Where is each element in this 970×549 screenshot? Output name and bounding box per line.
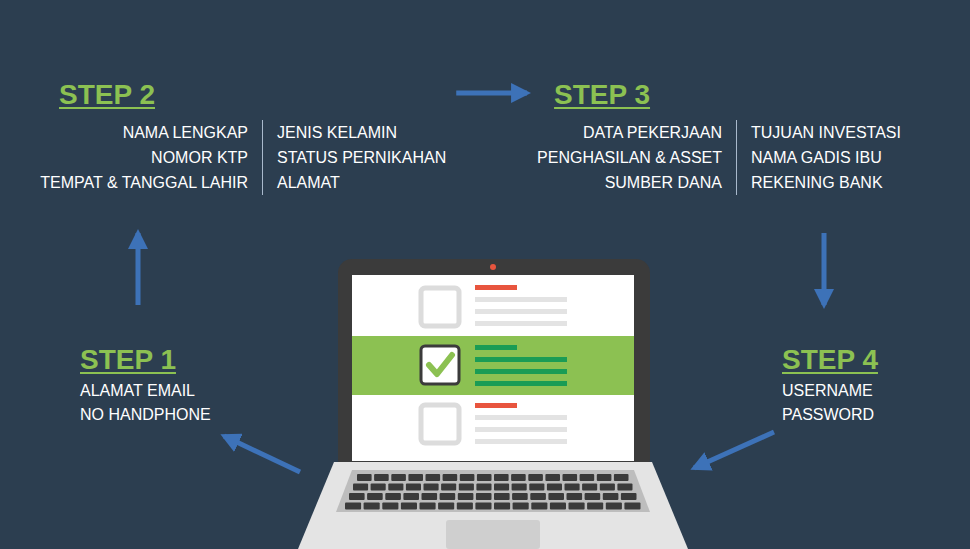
flow-arrow (822, 233, 827, 305)
field-name: DATA PEKERJAAN (537, 120, 722, 145)
field-name: PASSWORD (782, 403, 874, 427)
field-name: TUJUAN INVESTASI (751, 120, 901, 145)
field-name: TEMPAT & TANGGAL LAHIR (40, 170, 248, 195)
field-list: TUJUAN INVESTASINAMA GADIS IBUREKENING B… (736, 120, 901, 195)
step-group: STEP 4USERNAMEPASSWORD (782, 343, 878, 427)
step-heading: STEP 3 (554, 78, 650, 112)
flow-arrow (694, 432, 774, 468)
flow-arrow (224, 436, 300, 472)
field-name: NO HANDPHONE (80, 403, 211, 427)
field-name: NOMOR KTP (40, 145, 248, 170)
flow-arrow (136, 233, 141, 305)
field-columns: DATA PEKERJAANPENGHASILAN & ASSETSUMBER … (537, 120, 901, 195)
field-name: ALAMAT EMAIL (80, 379, 211, 403)
field-columns: ALAMAT EMAILNO HANDPHONE (80, 379, 211, 427)
step-group: STEP 3 DATA PEKERJAANPENGHASILAN & ASSETS… (537, 78, 901, 195)
field-list: USERNAMEPASSWORD (782, 379, 874, 427)
field-list: DATA PEKERJAANPENGHASILAN & ASSETSUMBER … (537, 120, 736, 195)
flow-arrow (456, 91, 527, 96)
field-name: USERNAME (782, 379, 874, 403)
field-name: ALAMAT (277, 170, 446, 195)
laptop (298, 259, 688, 549)
step-heading: STEP 4 (782, 343, 878, 377)
step-group: STEP 1ALAMAT EMAILNO HANDPHONE (80, 343, 211, 427)
field-name: JENIS KELAMIN (277, 120, 446, 145)
field-name: NAMA LENGKAP (40, 120, 248, 145)
step-heading: STEP 2 (59, 78, 155, 112)
field-columns: USERNAMEPASSWORD (782, 379, 878, 427)
field-columns: NAMA LENGKAPNOMOR KTPTEMPAT & TANGGAL LA… (40, 120, 446, 195)
field-name: NAMA GADIS IBU (751, 145, 901, 170)
field-list: NAMA LENGKAPNOMOR KTPTEMPAT & TANGGAL LA… (40, 120, 262, 195)
field-name: REKENING BANK (751, 170, 901, 195)
field-list: JENIS KELAMINSTATUS PERNIKAHANALAMAT (262, 120, 446, 195)
field-list: ALAMAT EMAILNO HANDPHONE (80, 379, 211, 427)
step-heading: STEP 1 (80, 343, 211, 377)
field-name: SUMBER DANA (537, 170, 722, 195)
field-name: STATUS PERNIKAHAN (277, 145, 446, 170)
field-name: PENGHASILAN & ASSET (537, 145, 722, 170)
step-group: STEP 2 NAMA LENGKAPNOMOR KTPTEMPAT & TANG… (40, 78, 446, 195)
